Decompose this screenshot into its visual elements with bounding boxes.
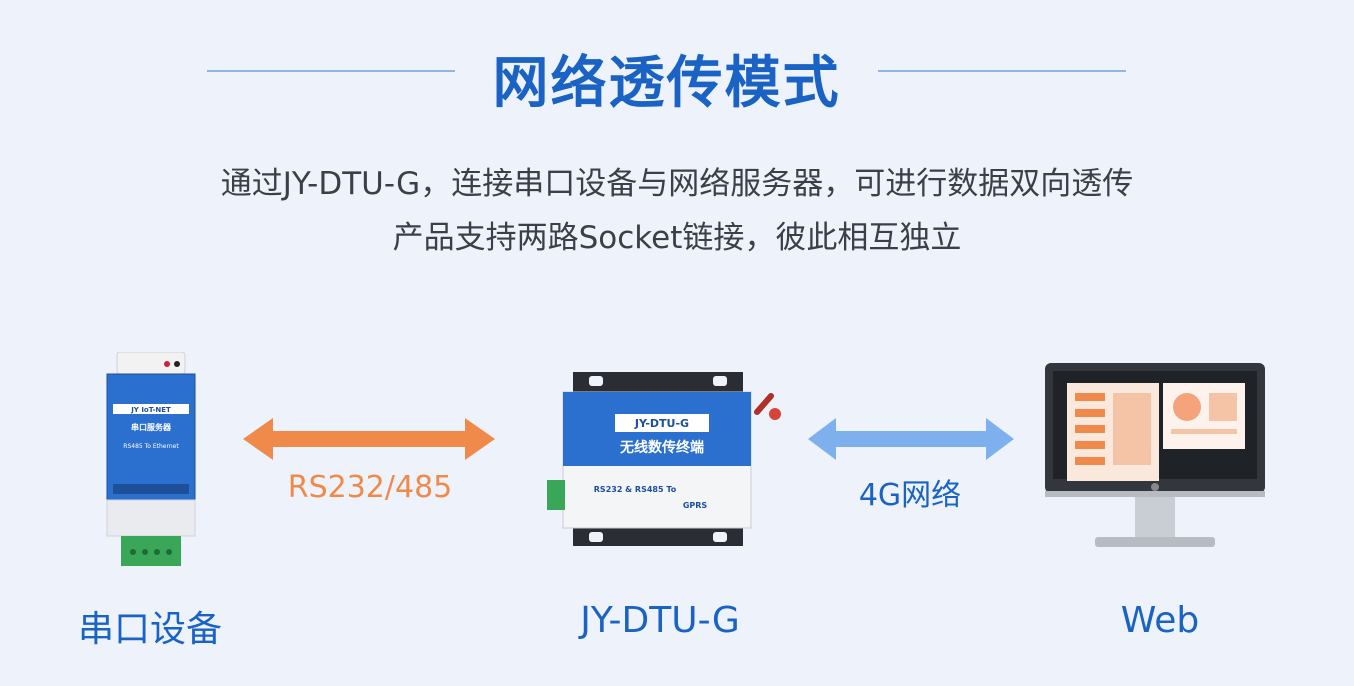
network-link-label: 4G网络 bbox=[858, 478, 962, 513]
title-divider-left bbox=[207, 70, 455, 72]
serial-device-label: 串口设备 bbox=[77, 609, 222, 650]
dtu-front-text-2: 无线数传终端 bbox=[619, 439, 704, 456]
serial-device-front-text-2: 串口服务器 bbox=[131, 422, 172, 432]
network-link-arrow bbox=[808, 418, 1014, 460]
dtu-device-image: JY-DTU-G 无线数传终端 RS232 & RS485 To GPRS bbox=[547, 372, 781, 546]
web-monitor-image bbox=[1045, 363, 1265, 547]
web-label: Web bbox=[1120, 600, 1200, 641]
serial-device-image: JY IoT-NET 串口服务器 RS485 To Ethernet bbox=[106, 352, 196, 566]
serial-link-label: RS232/485 bbox=[287, 470, 453, 505]
description-line-2: 产品支持两路Socket链接，彼此相互独立 bbox=[392, 220, 962, 256]
page-title: 网络透传模式 bbox=[492, 51, 841, 116]
dtu-front-text-3: RS232 & RS485 To bbox=[594, 485, 677, 494]
description-line-1: 通过JY-DTU-G，连接串口设备与网络服务器，可进行数据双向透传 bbox=[220, 166, 1134, 202]
dtu-front-text-4: GPRS bbox=[683, 501, 708, 510]
dtu-label: JY-DTU-G bbox=[580, 600, 740, 641]
title-row: 网络透传模式 bbox=[0, 30, 1354, 116]
serial-device-front-text-3: RS485 To Ethernet bbox=[123, 443, 179, 450]
dtu-front-text-1: JY-DTU-G bbox=[634, 417, 689, 430]
title-divider-right bbox=[878, 70, 1126, 72]
serial-device-front-text-1: JY IoT-NET bbox=[130, 406, 171, 414]
serial-link-arrow bbox=[243, 418, 495, 460]
